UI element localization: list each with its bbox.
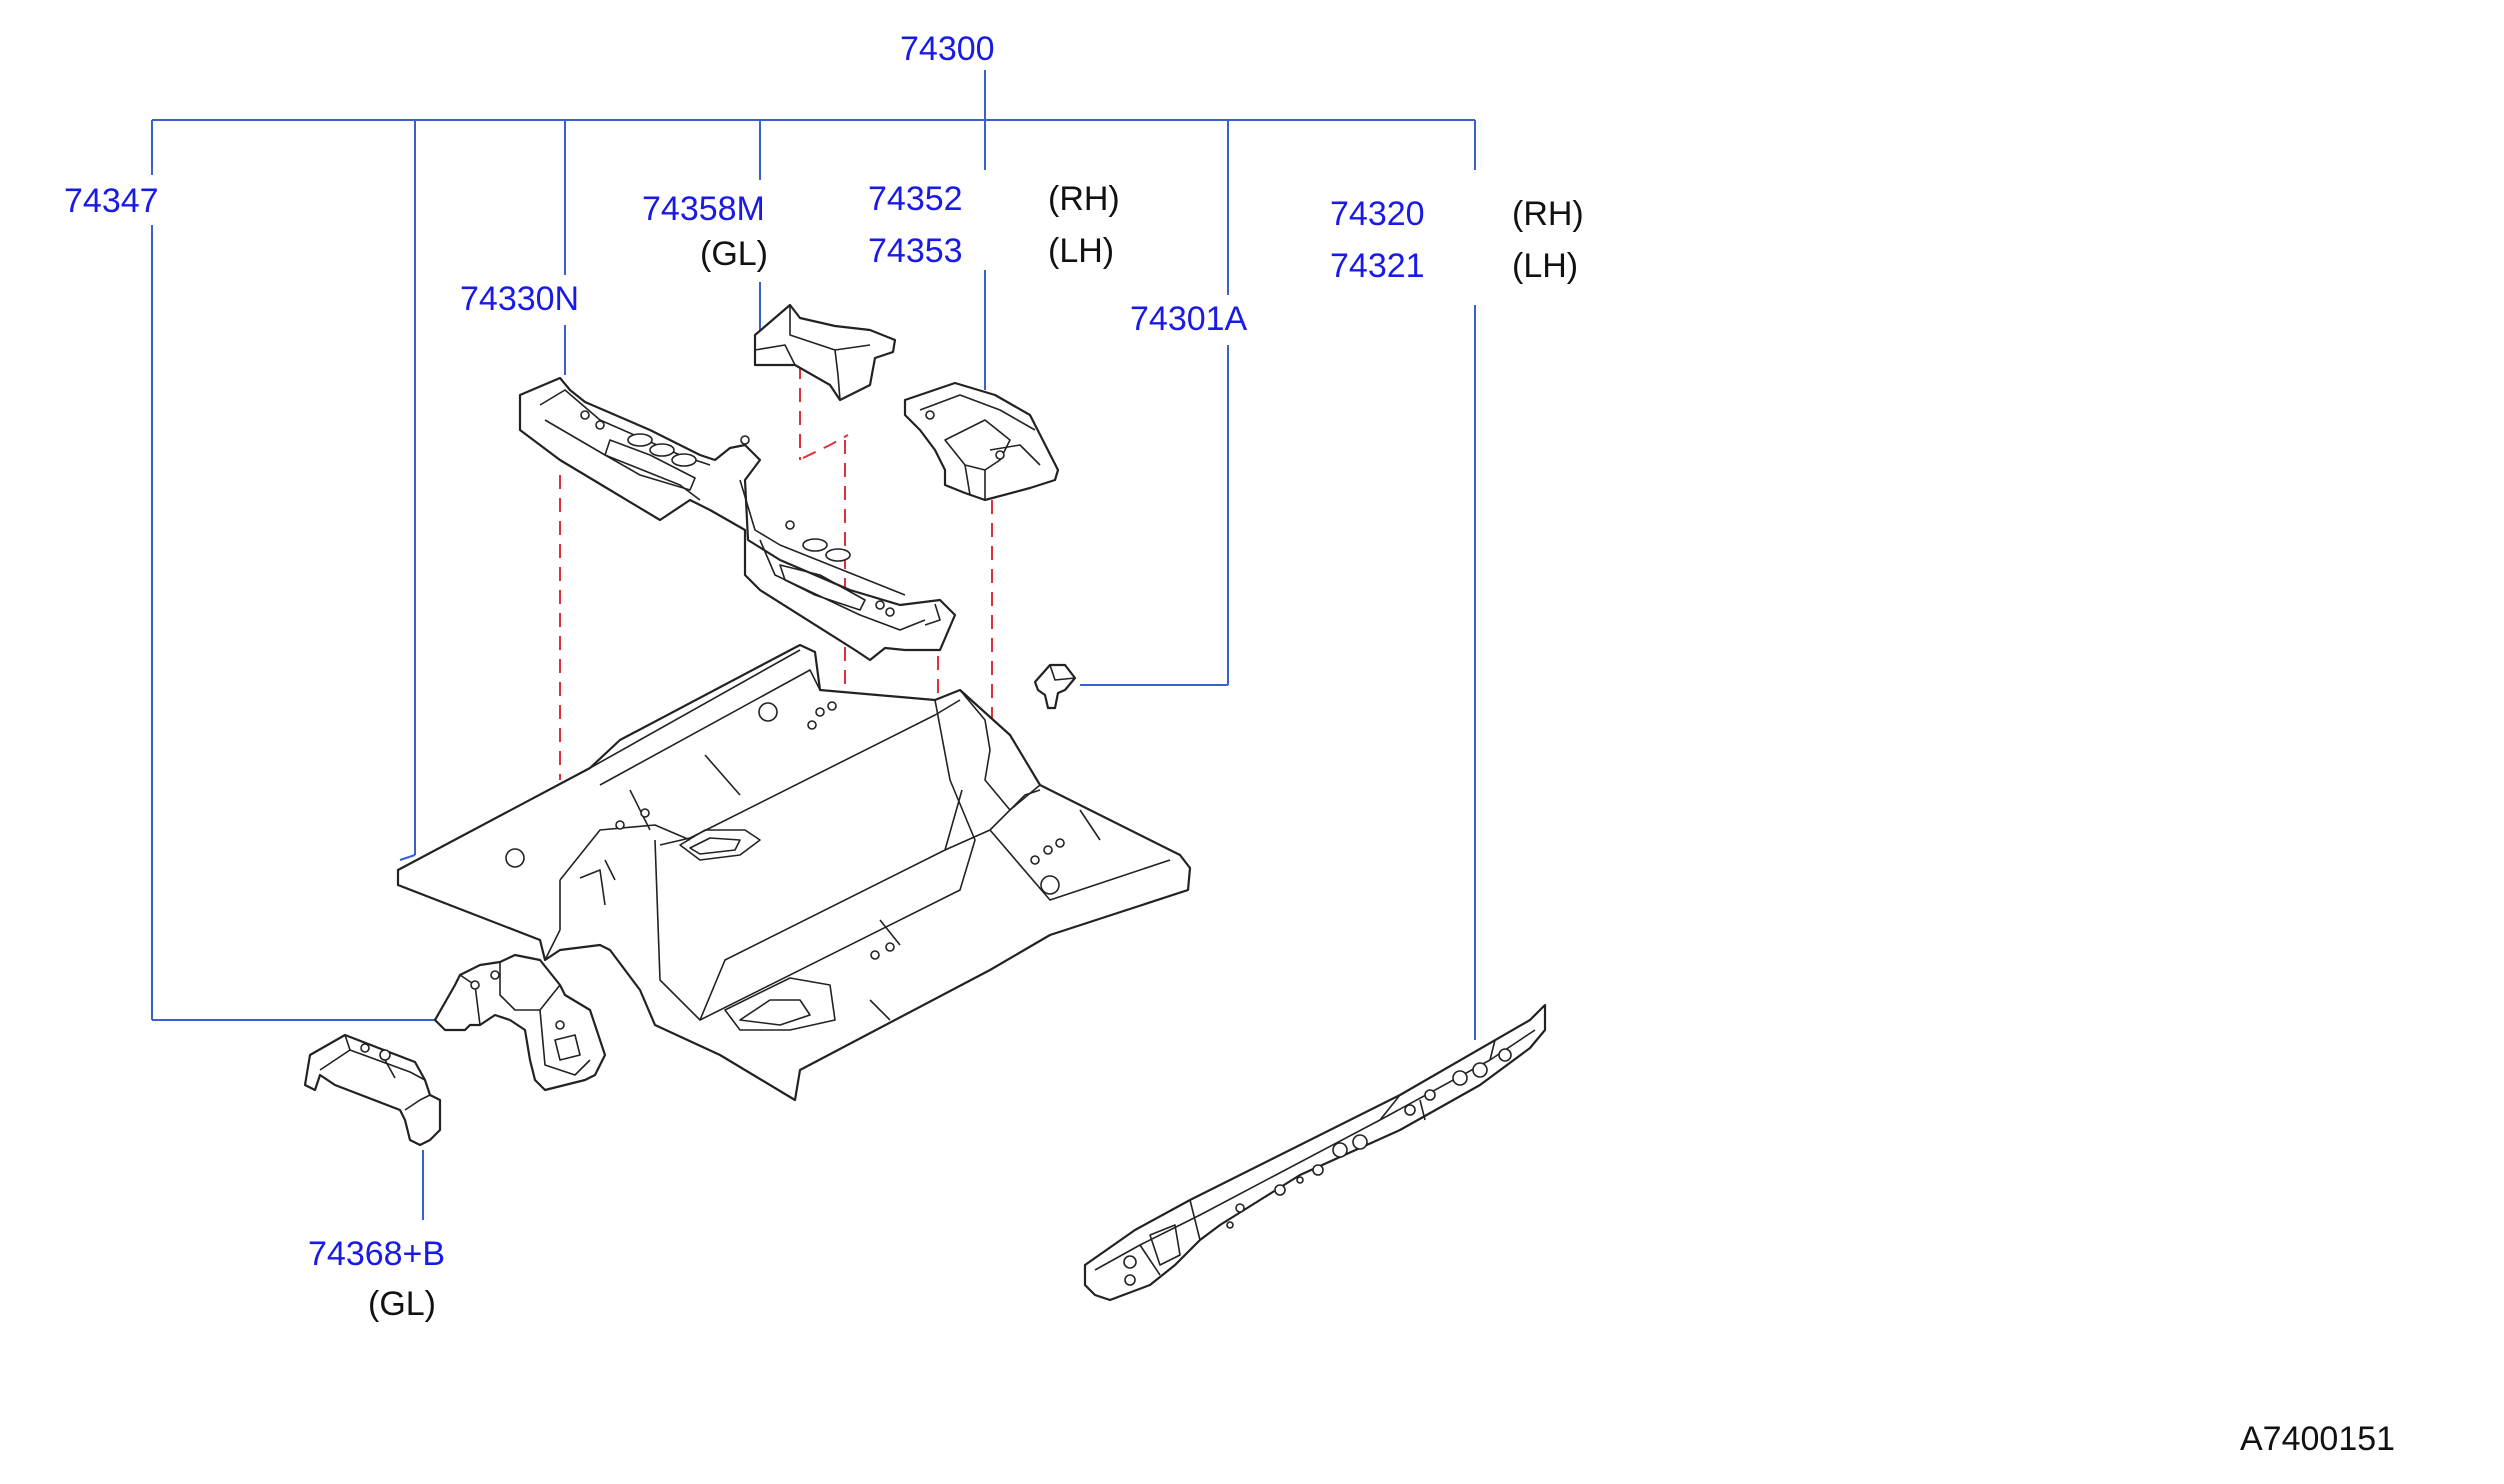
note-74368b: (GL) bbox=[368, 1285, 436, 1323]
label-74300: 74300 bbox=[900, 30, 995, 68]
side-74353: (LH) bbox=[1048, 232, 1114, 270]
bracket-74347 bbox=[433, 953, 607, 1092]
leader-lines bbox=[151, 70, 1476, 1220]
bracket-74352-74353 bbox=[903, 381, 1060, 502]
labels: 74300 74347 74358M (GL) 74352 (RH) 74353… bbox=[64, 30, 2395, 1458]
side-74321: (LH) bbox=[1512, 247, 1578, 285]
note-74358m: (GL) bbox=[700, 235, 768, 273]
label-74368b: 74368+B bbox=[308, 1235, 445, 1273]
bracket-74368b bbox=[303, 1033, 442, 1147]
label-74353: 74353 bbox=[868, 232, 963, 270]
side-member-74320-74321 bbox=[1083, 1003, 1547, 1302]
label-74358m: 74358M bbox=[642, 190, 765, 228]
bracket-74358m bbox=[753, 303, 897, 402]
side-74320: (RH) bbox=[1512, 195, 1584, 233]
diagram-code: A7400151 bbox=[2240, 1420, 2395, 1458]
label-74347: 74347 bbox=[64, 182, 159, 220]
label-74301a: 74301A bbox=[1130, 300, 1248, 338]
label-74321: 74321 bbox=[1330, 247, 1425, 285]
clip-74301a bbox=[1033, 663, 1077, 710]
front-floor-panel bbox=[396, 643, 1192, 1102]
cross-member-74330n bbox=[518, 376, 957, 662]
label-74330n: 74330N bbox=[460, 280, 579, 318]
side-74352: (RH) bbox=[1048, 180, 1120, 218]
label-74320: 74320 bbox=[1330, 195, 1425, 233]
label-74352: 74352 bbox=[868, 180, 963, 218]
